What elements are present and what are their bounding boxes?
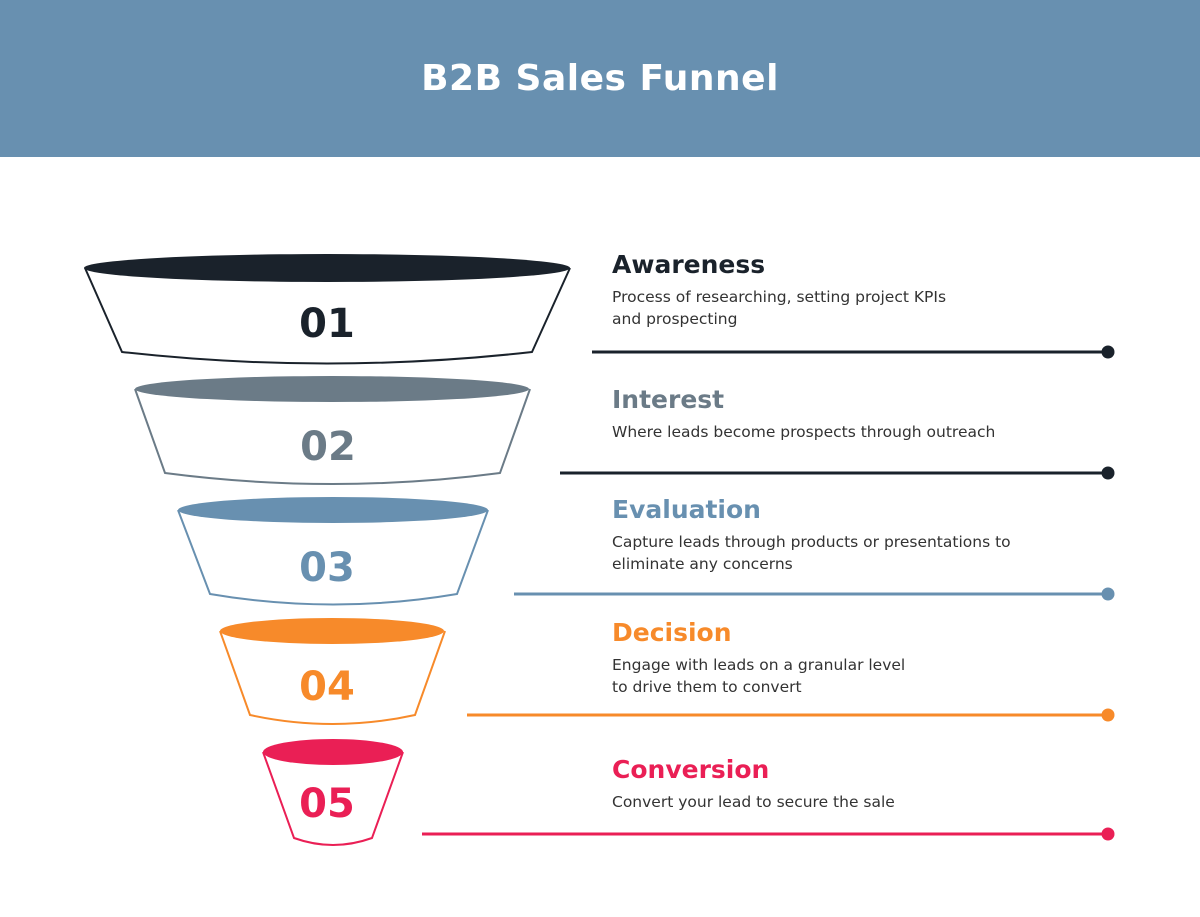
desc-line: Where leads become prospects through out…: [612, 423, 996, 441]
stage-interest: Interest Where leads become prospects th…: [612, 385, 1072, 443]
stage-description: Where leads become prospects through out…: [612, 421, 1072, 443]
connector-line-2: [560, 466, 1115, 480]
desc-line: to drive them to convert: [612, 678, 802, 696]
tier-number-2: 02: [300, 424, 356, 470]
stage-title: Decision: [612, 618, 732, 647]
header-banner: B2B Sales Funnel: [0, 0, 1200, 157]
tier-number-3: 03: [299, 545, 355, 591]
funnel-tier-1: 01: [84, 254, 571, 365]
funnel-tier-5: 05: [262, 739, 404, 846]
connector-line-1: [592, 345, 1115, 359]
stage-title: Awareness: [612, 250, 766, 279]
tier-number-1: 01: [299, 301, 355, 347]
stage-description: Capture leads through products or presen…: [612, 531, 1072, 575]
stage-evaluation: Evaluation Capture leads through product…: [612, 495, 1072, 575]
stage-description: Process of researching, setting project …: [612, 286, 1072, 330]
connector-dot-icon: [1101, 827, 1115, 841]
desc-line: Convert your lead to secure the sale: [612, 793, 895, 811]
connector-line-4: [467, 708, 1115, 722]
connector-dot-icon: [1101, 708, 1115, 722]
stage-title: Evaluation: [612, 495, 761, 524]
stage-awareness: Awareness Process of researching, settin…: [612, 250, 1072, 330]
desc-line: eliminate any concerns: [612, 555, 793, 573]
tier-number-4: 04: [299, 664, 355, 710]
desc-line: Capture leads through products or presen…: [612, 533, 1011, 551]
stage-decision: Decision Engage with leads on a granular…: [612, 618, 1072, 698]
funnel-tier-2: 02: [134, 376, 531, 485]
stage-description: Convert your lead to secure the sale: [612, 791, 1072, 813]
connector-line-5: [422, 827, 1115, 841]
connector-dot-icon: [1101, 466, 1115, 480]
stage-conversion: Conversion Convert your lead to secure t…: [612, 755, 1072, 813]
desc-line: and prospecting: [612, 310, 738, 328]
connector-dot-icon: [1101, 587, 1115, 601]
funnel-tier-4: 04: [219, 618, 446, 725]
connector-line-3: [514, 587, 1115, 601]
tier-number-5: 05: [299, 781, 355, 827]
desc-line: Process of researching, setting project …: [612, 288, 947, 306]
connector-dot-icon: [1101, 345, 1115, 359]
page-title: B2B Sales Funnel: [421, 58, 779, 99]
stage-title: Interest: [612, 385, 725, 414]
stage-description: Engage with leads on a granular level to…: [612, 654, 1072, 698]
funnel-tier-3: 03: [177, 497, 489, 606]
desc-line: Engage with leads on a granular level: [612, 656, 906, 674]
stage-title: Conversion: [612, 755, 770, 784]
